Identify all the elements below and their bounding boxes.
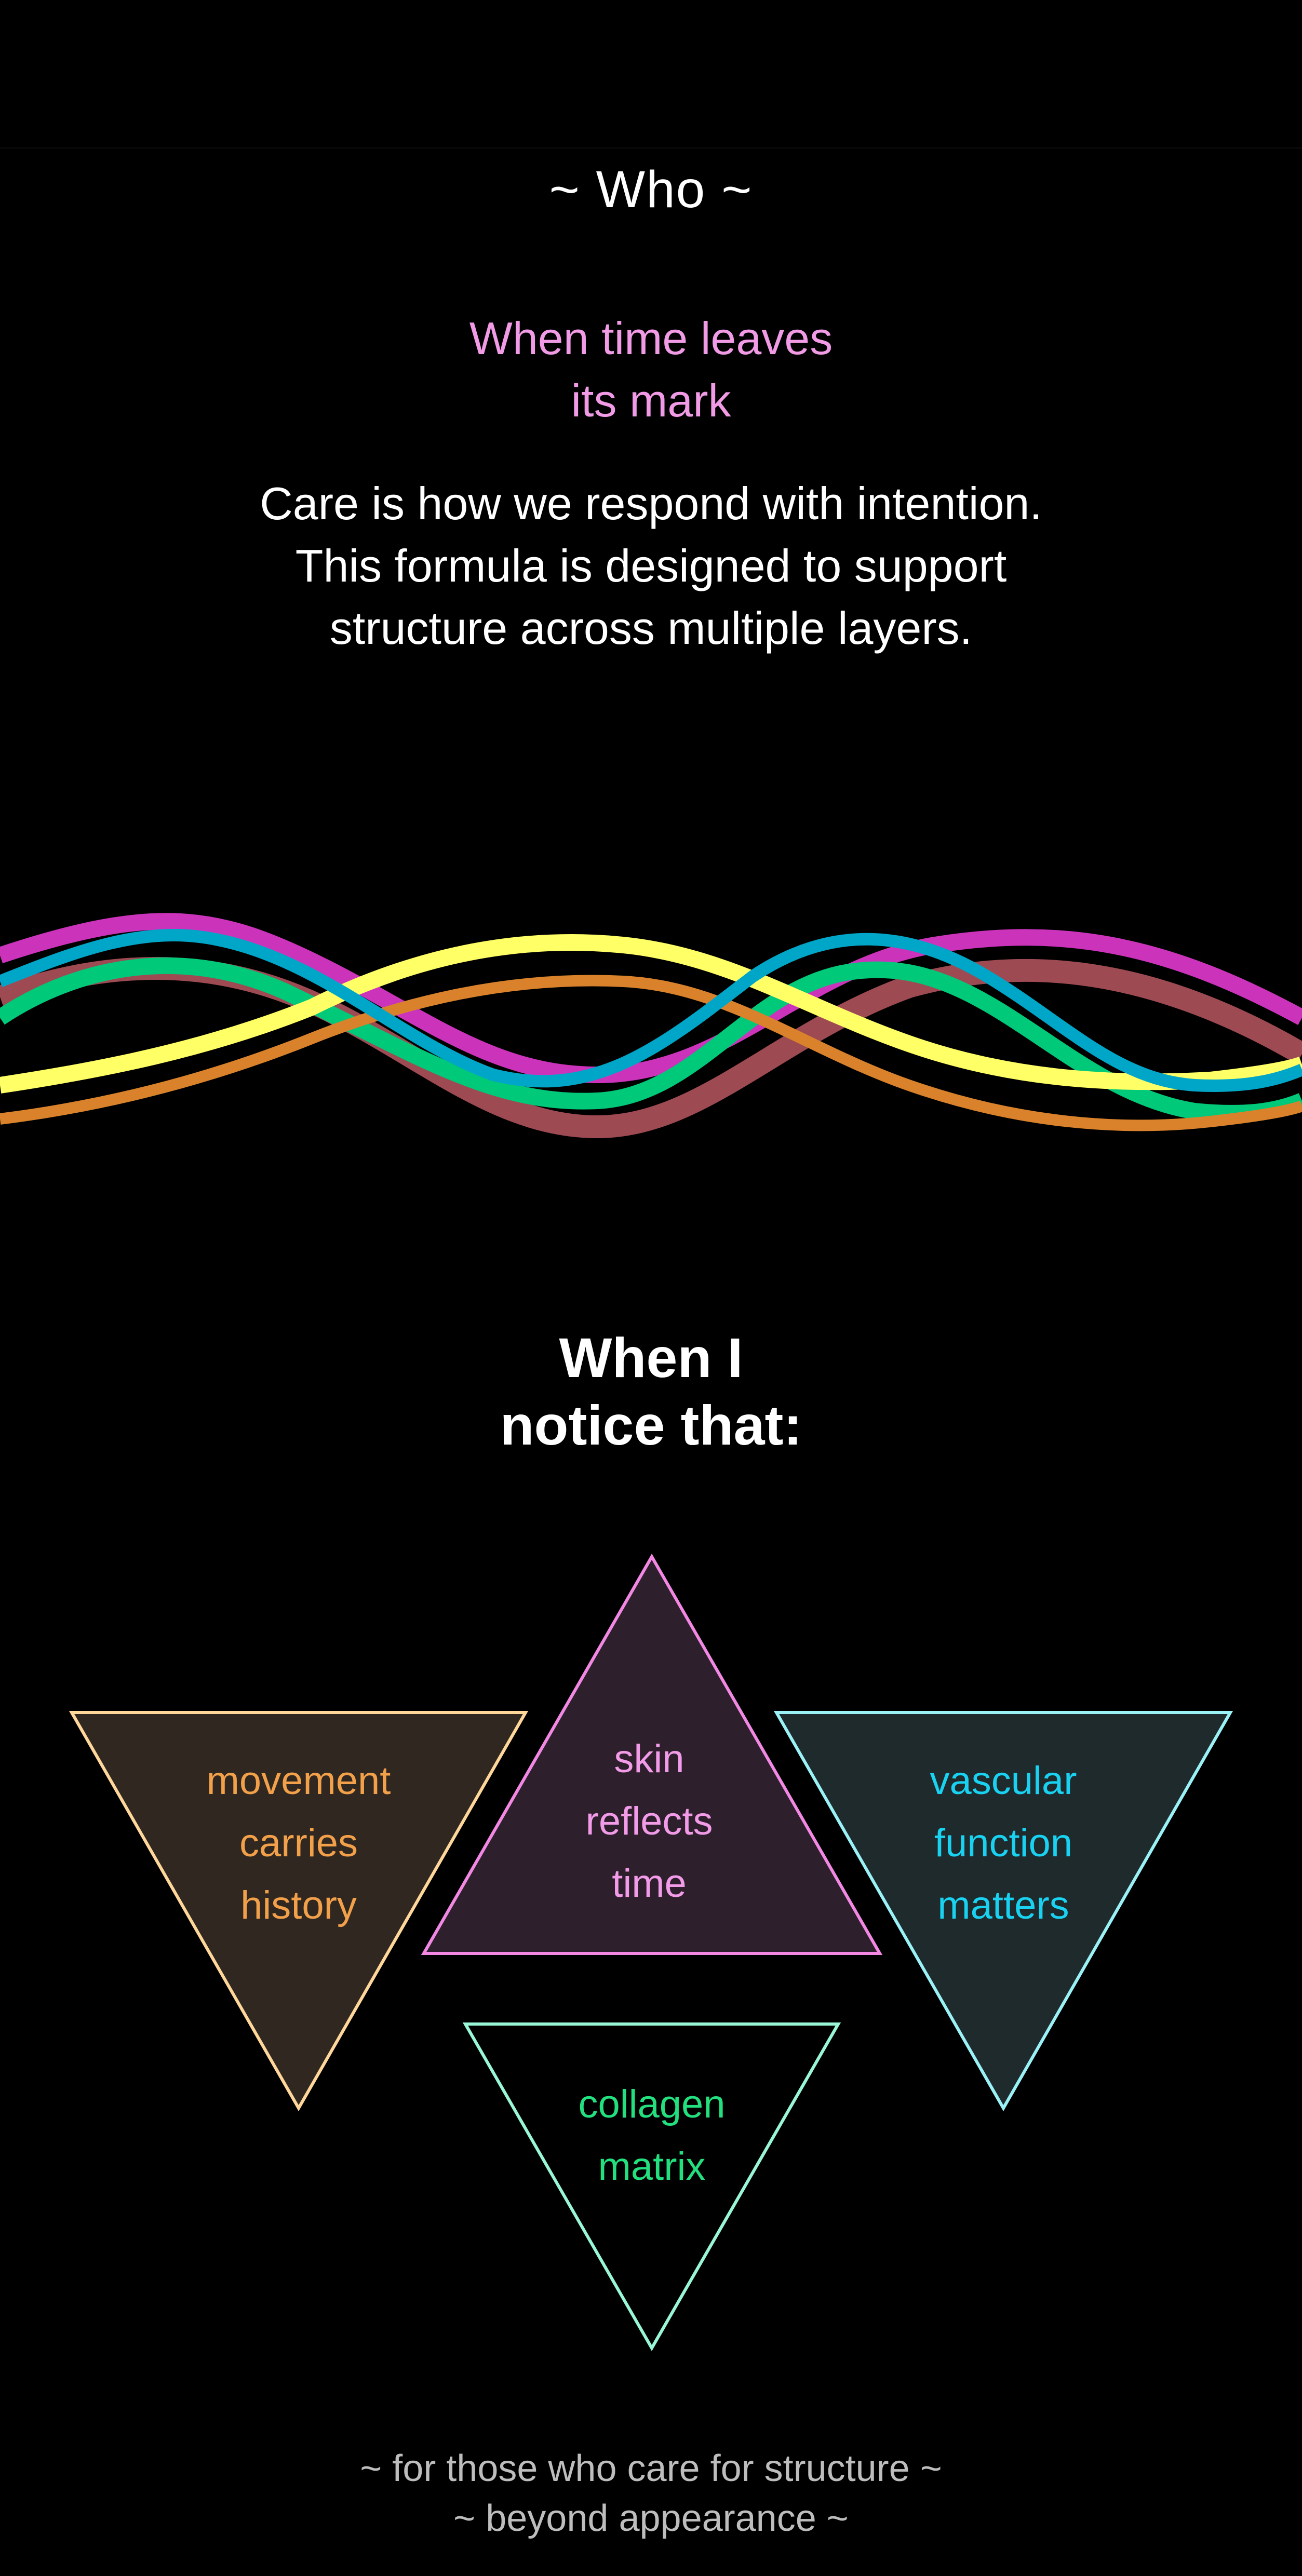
top-divider [0, 147, 1302, 149]
triangle-vascular [773, 1711, 1233, 2112]
triangle-collagen-line-1: collagen [578, 2082, 726, 2126]
triangle-skin-line-1: skin [614, 1737, 684, 1781]
wave-magenta [0, 913, 1302, 1084]
triangle-movement-line-2: carries [239, 1821, 358, 1865]
triangle-movement-line-3: history [240, 1883, 357, 1927]
triangle-movement-shape [69, 1711, 529, 2112]
triangle-collagen-shape [462, 2022, 841, 2352]
triangle-movement-text: movement carries history [156, 1750, 441, 1937]
wave-green [0, 957, 1302, 1122]
triangle-skin [421, 1553, 883, 1955]
wave-decoration [0, 913, 1302, 1139]
triangle-vascular-text: vascular function matters [861, 1750, 1146, 1937]
triangle-collagen-text: collagen matrix [522, 2073, 782, 2198]
tagline-line-1: When time leaves [469, 313, 833, 364]
triangle-movement-line-1: movement [206, 1759, 391, 1803]
triangle-vascular-line-1: vascular [930, 1759, 1077, 1803]
wave-orange [0, 975, 1302, 1131]
section-heading: When I notice that: [0, 1324, 1302, 1459]
footer-line-1: ~ for those who care for structure ~ [360, 2448, 942, 2489]
intro-line-2: This formula is designed to support [295, 540, 1007, 591]
triangle-vascular-line-3: matters [937, 1883, 1069, 1927]
heading-line-1: When I [559, 1326, 743, 1389]
triangle-skin-line-3: time [612, 1862, 687, 1906]
intro-paragraph: Care is how we respond with intention. T… [0, 473, 1302, 659]
footer-line-2: ~ beyond appearance ~ [453, 2498, 849, 2539]
triangle-movement [69, 1711, 529, 2112]
triangle-skin-text: skin reflects time [519, 1728, 779, 1915]
triangle-collagen [462, 2022, 841, 2352]
intro-line-3: structure across multiple layers. [329, 602, 973, 654]
tagline-line-2: its mark [571, 375, 731, 426]
intro-line-1: Care is how we respond with intention. [260, 478, 1042, 529]
footer: ~ for those who care for structure ~ ~ b… [0, 2444, 1302, 2543]
triangle-vascular-shape [773, 1711, 1233, 2112]
tagline: When time leaves its mark [0, 307, 1302, 432]
wave-cyan [0, 929, 1302, 1092]
triangle-collagen-line-2: matrix [598, 2145, 706, 2189]
heading-line-2: notice that: [500, 1394, 802, 1456]
triangle-skin-shape [421, 1553, 883, 1955]
triangle-vascular-line-2: function [934, 1821, 1073, 1865]
triangle-skin-line-2: reflects [585, 1799, 713, 1843]
section-label: ~ Who ~ [549, 160, 753, 219]
